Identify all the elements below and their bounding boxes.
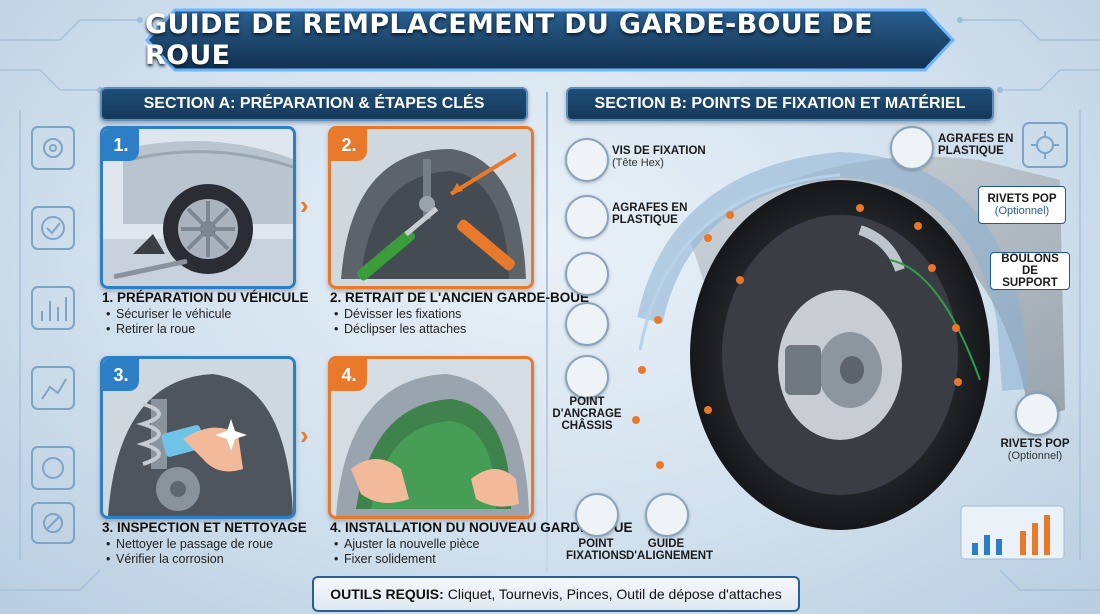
deco-icon-column (31, 126, 75, 544)
step-3-text: 3. INSPECTION ET NETTOYAGE Nettoyer le p… (102, 520, 322, 567)
step-3-bullets: Nettoyer le passage de roue Vérifier la … (102, 537, 322, 567)
step-2-bullets: Dévisser les fixations Déclipser les att… (330, 307, 545, 337)
chevron-right-icon: › (300, 420, 309, 450)
step-1-number: 1. (103, 129, 139, 161)
bolt-icon (565, 252, 609, 296)
rivets-bottom-label: RIVETS POP (Optionnel) (1000, 438, 1070, 462)
list-item: Dévisser les fixations (330, 307, 545, 322)
pop-rivet-icon (1015, 392, 1059, 436)
list-item: Nettoyer le passage de roue (102, 537, 322, 552)
step-1-text: 1. PRÉPARATION DU VÉHICULE Sécuriser le … (102, 290, 322, 337)
step-4-bullets: Ajuster la nouvelle pièce Fixer solideme… (330, 537, 545, 567)
tools-label: OUTILS REQUIS: (330, 586, 444, 602)
wheel-arch-illustration (632, 151, 1065, 530)
fixing-point-icon (575, 493, 619, 537)
section-b-header: SECTION B: POINTS DE FIXATION ET MATÉRIE… (566, 87, 994, 121)
step-1-bullets: Sécuriser le véhicule Retirer la roue (102, 307, 322, 337)
alignment-guide-icon (645, 493, 689, 537)
tools-list: Cliquet, Tournevis, Pinces, Outil de dép… (447, 586, 782, 602)
agrafes-left-label: AGRAFES EN PLASTIQUE (612, 202, 688, 226)
step-3-number: 3. (103, 359, 139, 391)
screw-side-icon (565, 302, 609, 346)
list-item: Déclipser les attaches (330, 322, 545, 337)
agrafes-top-label: AGRAFES EN PLASTIQUE (938, 133, 1014, 157)
hex-screw-icon (565, 138, 609, 182)
step-2-number: 2. (331, 129, 367, 161)
step-4-title: 4. INSTALLATION DU NOUVEAU GARDE-BOUE (330, 520, 633, 535)
boulons-callout: BOULONS DE SUPPORT (990, 252, 1070, 290)
step-2-card: 2. (328, 126, 534, 289)
step-2-title: 2. RETRAIT DE L'ANCIEN GARDE-BOUE (330, 290, 589, 305)
point-fixations-label: POINT FIXATIONS (566, 538, 627, 562)
list-item: Sécuriser le véhicule (102, 307, 322, 322)
step-3-illustration (103, 359, 293, 516)
step-4-card: 4. (328, 356, 534, 519)
list-item: Vérifier la corrosion (102, 552, 322, 567)
tools-bar: OUTILS REQUIS: Cliquet, Tournevis, Pince… (312, 576, 800, 612)
vis-label: VIS DE FIXATION (Tête Hex) (612, 145, 706, 169)
list-item: Retirer la roue (102, 322, 322, 337)
step-1-title: 1. PRÉPARATION DU VÉHICULE (102, 290, 309, 305)
step-4-number: 4. (331, 359, 367, 391)
title-banner-shape (145, 8, 955, 72)
section-a-header: SECTION A: PRÉPARATION & ÉTAPES CLÉS (100, 87, 528, 121)
list-item: Ajuster la nouvelle pièce (330, 537, 545, 552)
guide-alignement-label: GUIDE D'ALIGNEMENT (626, 538, 714, 562)
step-4-text: 4. INSTALLATION DU NOUVEAU GARDE-BOUE Aj… (330, 520, 633, 567)
step-3-card: 3. (100, 356, 296, 519)
plastic-clip-top-icon (890, 126, 934, 170)
deco-bar-chart (960, 505, 1065, 560)
anchor-bolt-icon (565, 355, 609, 399)
step-1-card: 1. (100, 126, 296, 289)
page-title: GUIDE DE REMPLACEMENT DU GARDE-BOUE DE R… (145, 9, 873, 71)
left-deco-icons (30, 125, 76, 545)
plastic-clip-icon (565, 195, 609, 239)
chevron-right-icon: › (300, 190, 309, 220)
section-divider (546, 92, 548, 572)
list-item: Fixer solidement (330, 552, 545, 567)
rivets-top-callout: RIVETS POP (Optionnel) (978, 186, 1066, 224)
step-2-text: 2. RETRAIT DE L'ANCIEN GARDE-BOUE Déviss… (330, 290, 589, 337)
right-deco-icons (1020, 120, 1070, 180)
deco-gear-icon (1022, 122, 1068, 168)
step-3-title: 3. INSPECTION ET NETTOYAGE (102, 520, 307, 535)
step-2-illustration (331, 129, 531, 286)
point-ancrage-label: POINT D'ANCRAGE CHÂSSIS (552, 396, 622, 432)
